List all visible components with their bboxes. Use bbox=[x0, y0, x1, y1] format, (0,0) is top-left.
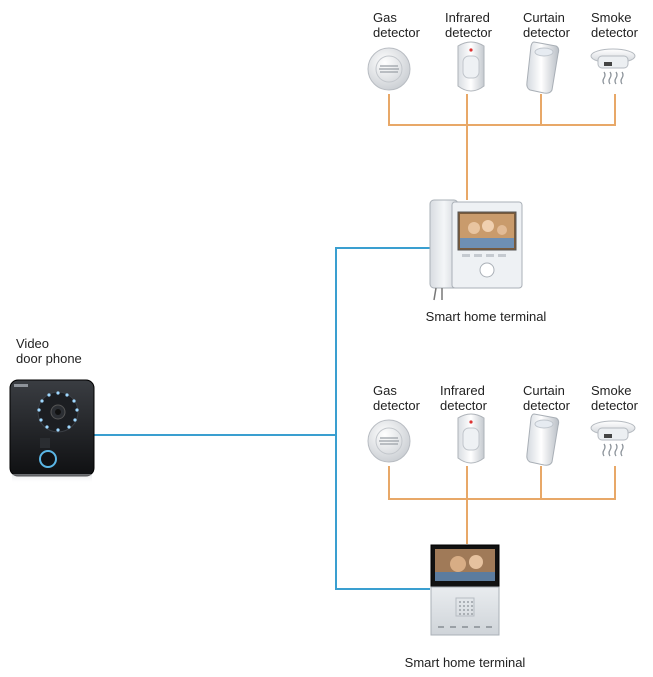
smoke-detector-icon bbox=[590, 48, 636, 85]
smart-home-terminal-bottom bbox=[430, 544, 500, 636]
wire-gas-top bbox=[388, 94, 390, 126]
video-door-phone-icon bbox=[9, 379, 95, 484]
network-door-to-trunk bbox=[94, 434, 337, 436]
network-to-terminal-top bbox=[335, 247, 430, 249]
network-to-terminal-bottom bbox=[335, 588, 430, 590]
wire-infrared-bottom bbox=[466, 466, 468, 500]
infrared-detector-icon bbox=[457, 41, 485, 92]
curtain-detector-icon bbox=[526, 413, 560, 466]
wire-gas-bottom bbox=[388, 466, 390, 500]
wire-smoke-bottom bbox=[614, 466, 616, 500]
door-phone-label: Video door phone bbox=[16, 336, 82, 366]
detector-bus-top bbox=[388, 124, 616, 126]
terminal-caption-bottom: Smart home terminal bbox=[404, 655, 526, 670]
smart-home-terminal-top bbox=[429, 199, 523, 301]
wire-curtain-bottom bbox=[540, 466, 542, 500]
smoke-detector-icon bbox=[590, 420, 636, 457]
curtain-detector-icon bbox=[526, 41, 560, 94]
wire-smoke-top bbox=[614, 94, 616, 126]
gas-detector-icon bbox=[367, 419, 411, 463]
wire-infrared-top bbox=[466, 94, 468, 126]
wire-bus-to-terminal-bottom bbox=[466, 498, 468, 544]
wire-bus-to-terminal-top bbox=[466, 124, 468, 200]
infrared-detector-icon bbox=[457, 413, 485, 464]
wire-curtain-top bbox=[540, 94, 542, 126]
network-trunk bbox=[335, 247, 337, 590]
terminal-caption-top: Smart home terminal bbox=[425, 309, 547, 324]
gas-detector-icon bbox=[367, 47, 411, 91]
detector-bus-bottom bbox=[388, 498, 616, 500]
